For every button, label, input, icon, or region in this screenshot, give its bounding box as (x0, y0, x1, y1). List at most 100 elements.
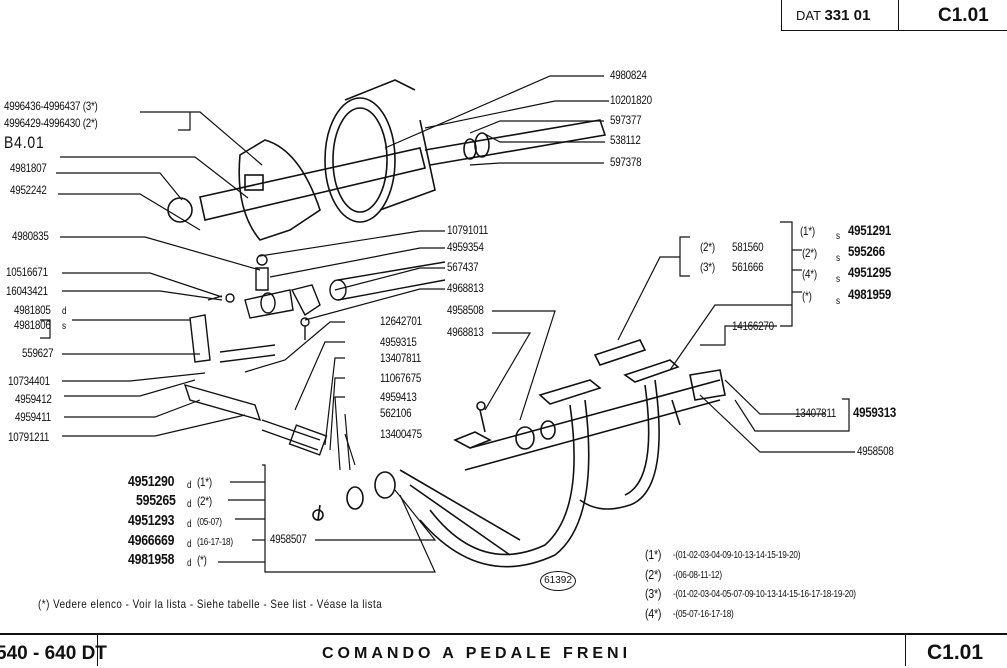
part-label: 13400475 (380, 427, 422, 441)
part-label: 567437 (447, 260, 479, 274)
legend-models: -(01-02-03-04-05-07-09-10-13-14-15-16-17… (673, 589, 856, 600)
side-mark: s (836, 274, 840, 285)
header-page-code: C1.01 (938, 5, 989, 26)
part-label: 4951293 (128, 512, 175, 529)
part-label: 4958508 (447, 303, 484, 317)
variant-key: (4*) (802, 267, 817, 281)
footer-divider (97, 633, 98, 666)
part-label: 4959413 (380, 390, 417, 404)
part-label: 4959315 (380, 335, 417, 349)
variant-key: (*) (197, 553, 207, 567)
part-label: 13407811 (380, 351, 422, 365)
leader-lines-left (56, 111, 263, 437)
part-label: 4996429-4996430 (2*) (4, 116, 98, 130)
side-mark: d (187, 499, 192, 510)
part-label: 559627 (22, 346, 54, 360)
part-label: 4981806 (14, 318, 51, 332)
part-label: 4996436-4996437 (3*) (4, 99, 98, 113)
part-label: 4959411 (15, 410, 51, 424)
part-label: 12642701 (380, 314, 422, 328)
side-mark: d (187, 519, 192, 530)
footer-bar (0, 633, 1007, 668)
part-label: 4968813 (447, 281, 484, 295)
part-label: 4980824 (610, 68, 647, 82)
side-mark: d (187, 480, 192, 491)
variant-key: (05-07) (197, 517, 222, 528)
part-label: 4951290 (128, 473, 175, 490)
dat-reference: DAT 331 01 (796, 7, 870, 24)
part-label: 581560 (732, 240, 764, 254)
leader-lines-top-right (384, 75, 609, 166)
part-label: 595265 (136, 492, 176, 509)
legend-models: -(01-02-03-04-09-10-13-14-15-19-20) (673, 550, 801, 561)
side-mark: s (836, 231, 840, 242)
legend-key: (1*) (645, 547, 662, 562)
brackets-right (617, 221, 855, 453)
part-label: 4980835 (12, 229, 49, 243)
dat-prefix: DAT (796, 8, 821, 23)
see-list-note: (*) Vedere elenco - Voir la lista - Sieh… (38, 597, 383, 611)
part-label: 4981958 (128, 551, 175, 568)
part-label: 14166270 (732, 319, 774, 333)
part-label: 16043421 (6, 284, 48, 298)
part-label: 561666 (732, 260, 764, 274)
side-mark: s (836, 296, 840, 307)
pedal-assembly (312, 339, 726, 568)
variant-key: (2*) (197, 494, 212, 508)
part-label: 4981959 (848, 286, 891, 302)
part-label: 11067675 (380, 371, 422, 385)
variant-key: (1*) (800, 224, 815, 238)
part-label: 4959412 (15, 392, 52, 406)
variant-key: (*) (802, 289, 812, 303)
part-label: 562106 (380, 406, 412, 420)
legend-models: -(05-07-16-17-18) (673, 609, 734, 620)
section-reference-label: B4.01 (4, 133, 45, 152)
side-mark: s (836, 253, 840, 264)
part-label: 4958508 (857, 444, 894, 458)
part-label: 10516671 (6, 265, 48, 279)
part-label: 10791011 (447, 223, 489, 237)
part-label: 4966669 (128, 532, 175, 549)
part-label: 10791211 (8, 430, 50, 444)
dat-number: 331 01 (824, 7, 871, 24)
part-label: 597378 (610, 155, 642, 169)
footer-title: COMANDO A PEDALE FRENI (322, 645, 632, 662)
part-label: 4951291 (848, 222, 891, 238)
legend-key: (4*) (645, 606, 662, 621)
part-label: 4951295 (848, 264, 891, 280)
footer-model: 540 - 640 DT (0, 643, 107, 664)
part-label: 4959354 (447, 240, 484, 254)
variant-key: (1*) (197, 475, 212, 489)
brake-drum-assembly (167, 79, 607, 241)
header-divider (898, 0, 899, 30)
part-label: 10734401 (8, 374, 50, 388)
part-label: 10201820 (610, 93, 652, 107)
part-label: 4981805 (14, 303, 51, 317)
side-mark: d (62, 306, 67, 317)
part-label: 13407811 (795, 406, 837, 420)
side-mark: d (187, 539, 192, 550)
legend-key: (2*) (645, 567, 662, 582)
variant-key: (2*) (700, 240, 715, 254)
part-label: 595266 (848, 243, 885, 259)
part-label: 4981807 (10, 161, 47, 175)
brackets-left-bottom (40, 112, 437, 573)
side-mark: d (187, 558, 192, 569)
footer-divider (905, 633, 906, 666)
drawing-reference-number: 61392 (540, 571, 576, 591)
legend-key: (3*) (645, 586, 662, 601)
leader-lines-center (244, 230, 556, 471)
part-label: 538112 (610, 133, 641, 147)
footer-page-code: C1.01 (927, 641, 984, 664)
side-mark: s (62, 321, 66, 332)
variant-key: (3*) (700, 260, 715, 274)
variant-key: (16-17-18) (197, 537, 233, 548)
part-label: 4968813 (447, 325, 484, 339)
legend-models: -(06-08-11-12) (673, 570, 722, 581)
part-label: 597377 (610, 113, 642, 127)
header-box (781, 0, 1007, 31)
linkage-parts (183, 254, 446, 456)
variant-key: (2*) (802, 246, 817, 260)
part-label: 4959313 (853, 404, 896, 420)
